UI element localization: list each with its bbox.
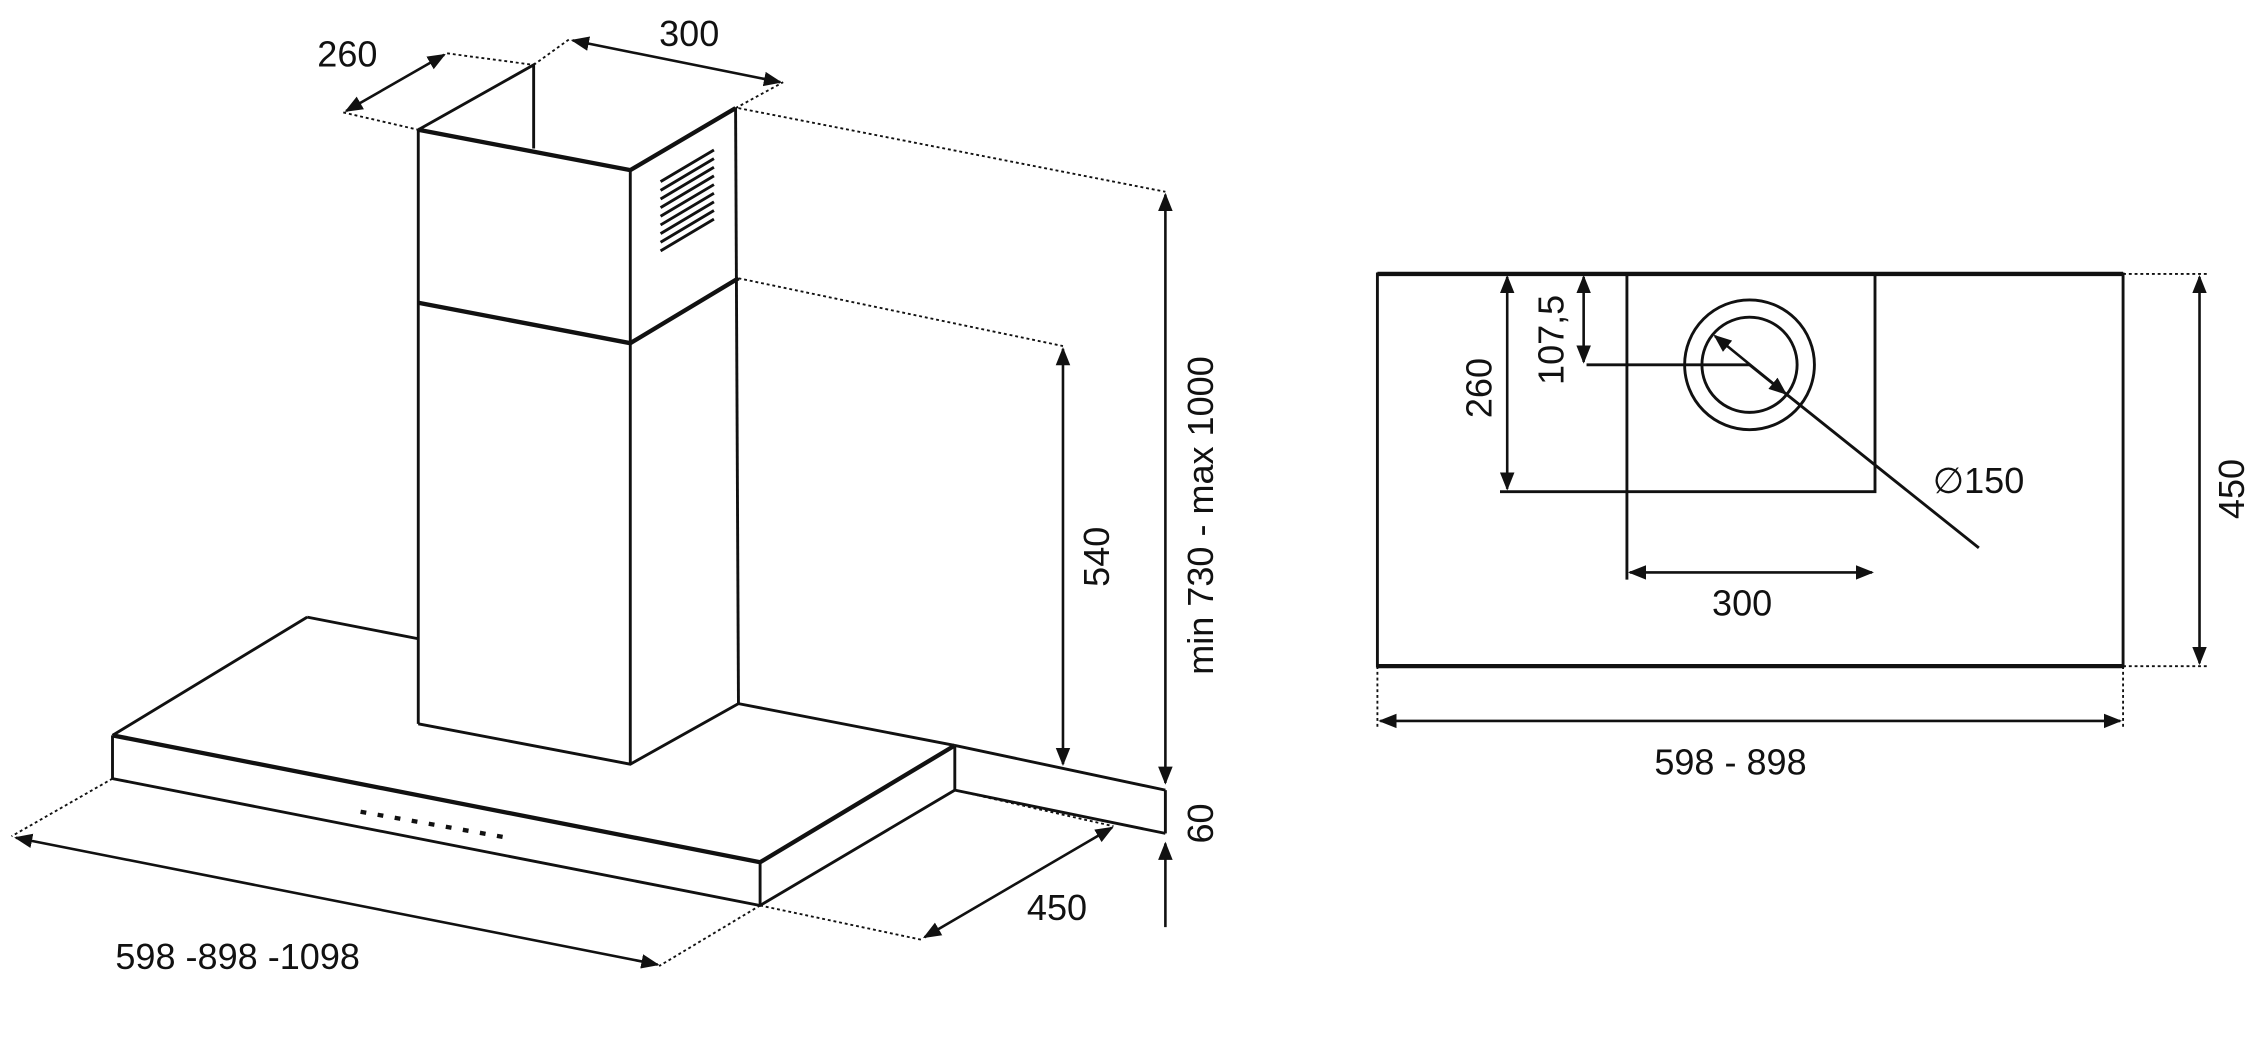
side-view-dimensions: 260 300 min 730 - max 1000 540 60 450 59… (11, 13, 1221, 977)
lower-chimney-height-label: 540 (1076, 527, 1117, 587)
vent-grille-icon (659, 148, 715, 253)
control-buttons-icon (360, 809, 509, 840)
canopy-depth-label: 450 (1027, 887, 1087, 928)
outlet-diameter-label: ∅150 (1933, 460, 2025, 501)
side-view-hood (111, 62, 957, 908)
top-depth-label: 450 (2211, 459, 2250, 519)
chimney (416, 62, 740, 766)
canopy-height-label: 60 (1180, 803, 1221, 843)
top-width-label: 598 - 898 (1654, 741, 1806, 782)
top-chimney-width-label: 300 (1712, 583, 1772, 624)
top-view: 107,5 260 ∅150 300 450 598 - 898 (1375, 271, 2250, 782)
chimney-width-label: 300 (659, 13, 719, 54)
chimney-depth-label: 260 (317, 33, 377, 74)
outlet-offset-label: 107,5 (1530, 295, 1571, 385)
total-height-label: min 730 - max 1000 (1180, 356, 1221, 675)
top-chimney-depth-label: 260 (1458, 358, 1499, 418)
canopy (111, 615, 957, 908)
canopy-width-label: 598 -898 -1098 (115, 936, 360, 977)
